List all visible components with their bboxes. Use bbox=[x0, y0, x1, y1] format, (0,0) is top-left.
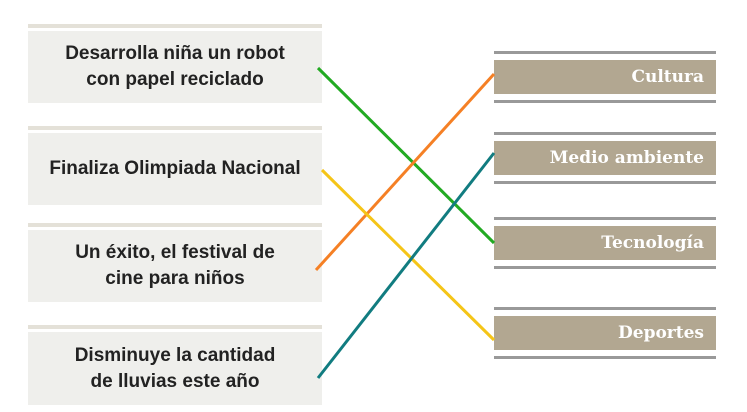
category-deportes[interactable]: Deportes bbox=[494, 307, 716, 359]
headline-box-1[interactable]: Desarrolla niña un robot con papel recicl… bbox=[28, 28, 322, 103]
headline-box-2[interactable]: Finaliza Olimpiada Nacional bbox=[28, 130, 322, 205]
match-line-festival-cultura bbox=[314, 72, 496, 272]
category-label: Deportes bbox=[494, 316, 716, 350]
headline-text: Disminuye la cantidad bbox=[74, 344, 276, 366]
match-line-lluvias-medio-ambiente bbox=[316, 152, 496, 379]
category-cultura[interactable]: Cultura bbox=[494, 51, 716, 103]
category-label: Tecnología bbox=[494, 226, 716, 260]
headline-text: Desarrolla niña un robot bbox=[65, 43, 285, 64]
match-line-robot-tecnologia bbox=[316, 66, 496, 245]
headline-text: con papel reciclado bbox=[86, 69, 264, 90]
category-medio-ambiente[interactable]: Medio ambiente bbox=[494, 132, 716, 184]
headline-text: de lluvias este año bbox=[90, 370, 260, 392]
category-label: Medio ambiente bbox=[494, 141, 716, 175]
headline-text: cine para niños bbox=[105, 268, 245, 289]
match-line-olimpiada-deportes bbox=[320, 168, 496, 342]
headline-text: Finaliza Olimpiada Nacional bbox=[49, 158, 301, 179]
headline-text: Un éxito, el festival de bbox=[75, 242, 275, 263]
headline-box-3[interactable]: Un éxito, el festival de cine para niños bbox=[28, 227, 322, 302]
headline-box-4[interactable]: Disminuye la cantidad de lluvias este año bbox=[28, 329, 322, 405]
category-label: Cultura bbox=[494, 60, 716, 94]
category-tecnologia[interactable]: Tecnología bbox=[494, 217, 716, 269]
